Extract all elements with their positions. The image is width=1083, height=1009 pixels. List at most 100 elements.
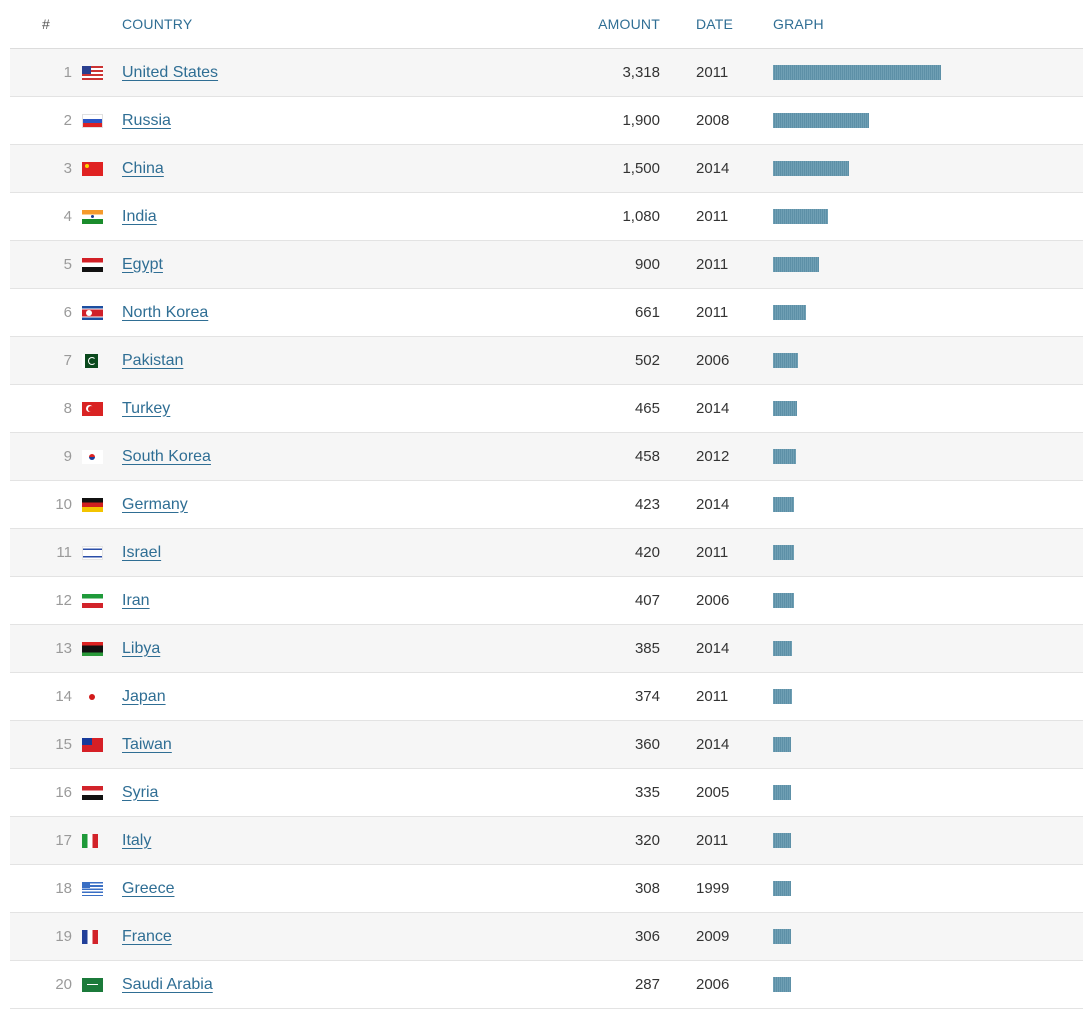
- country-link[interactable]: Israel: [122, 543, 162, 561]
- row-graph-cell: [773, 144, 1083, 193]
- column-header-country[interactable]: COUNTRY: [122, 0, 542, 49]
- kr-flag-icon: [82, 450, 103, 465]
- country-link[interactable]: Egypt: [122, 255, 163, 273]
- column-header-amount[interactable]: AMOUNT: [542, 0, 670, 49]
- row-amount: 420: [542, 528, 670, 577]
- il-flag-icon: [82, 546, 103, 561]
- row-amount: 1,080: [542, 192, 670, 241]
- country-link[interactable]: Libya: [122, 639, 161, 657]
- row-date: 2014: [670, 384, 773, 433]
- row-graph-cell: [773, 192, 1083, 241]
- country-link[interactable]: Russia: [122, 111, 171, 129]
- row-rank: 20: [10, 960, 82, 1009]
- country-link[interactable]: South Korea: [122, 447, 211, 465]
- country-link[interactable]: Italy: [122, 831, 152, 849]
- ru-flag-icon: [82, 114, 103, 129]
- country-link[interactable]: Iran: [122, 591, 150, 609]
- amount-bar: [773, 209, 828, 224]
- row-flag-cell: [82, 192, 122, 241]
- row-date: 2006: [670, 336, 773, 385]
- country-link[interactable]: Taiwan: [122, 735, 172, 753]
- row-amount: 374: [542, 672, 670, 721]
- tw-flag-icon: [82, 738, 103, 753]
- row-country-cell: Taiwan: [122, 720, 542, 769]
- amount-bar: [773, 449, 796, 464]
- amount-bar: [773, 785, 791, 800]
- row-country-cell: Iran: [122, 576, 542, 625]
- row-flag-cell: [82, 336, 122, 385]
- row-rank: 6: [10, 288, 82, 337]
- row-date: 2014: [670, 144, 773, 193]
- row-country-cell: Egypt: [122, 240, 542, 289]
- amount-bar: [773, 881, 791, 896]
- country-link[interactable]: North Korea: [122, 303, 209, 321]
- amount-bar: [773, 161, 849, 176]
- row-graph-cell: [773, 960, 1083, 1009]
- row-country-cell: China: [122, 144, 542, 193]
- row-rank: 10: [10, 480, 82, 529]
- row-rank: 19: [10, 912, 82, 961]
- country-link[interactable]: Saudi Arabia: [122, 975, 213, 993]
- row-graph-cell: [773, 96, 1083, 145]
- amount-bar: [773, 353, 798, 368]
- eg-flag-icon: [82, 258, 103, 273]
- row-country-cell: Libya: [122, 624, 542, 673]
- row-rank: 18: [10, 864, 82, 913]
- country-link[interactable]: United States: [122, 63, 219, 81]
- row-amount: 385: [542, 624, 670, 673]
- amount-bar: [773, 65, 941, 80]
- row-rank: 1: [10, 48, 82, 97]
- row-flag-cell: [82, 384, 122, 433]
- country-link[interactable]: China: [122, 159, 164, 177]
- row-graph-cell: [773, 576, 1083, 625]
- country-link[interactable]: Turkey: [122, 399, 171, 417]
- row-date: 2011: [670, 240, 773, 289]
- amount-bar: [773, 977, 791, 992]
- row-flag-cell: [82, 288, 122, 337]
- row-rank: 17: [10, 816, 82, 865]
- row-rank: 11: [10, 528, 82, 577]
- row-graph-cell: [773, 48, 1083, 97]
- row-date: 2014: [670, 480, 773, 529]
- column-header-rank[interactable]: #: [10, 0, 82, 49]
- row-country-cell: United States: [122, 48, 542, 97]
- country-link[interactable]: Germany: [122, 495, 188, 513]
- row-amount: 407: [542, 576, 670, 625]
- amount-bar: [773, 545, 794, 560]
- country-link[interactable]: France: [122, 927, 172, 945]
- row-flag-cell: [82, 672, 122, 721]
- column-header-date[interactable]: DATE: [670, 0, 773, 49]
- row-rank: 12: [10, 576, 82, 625]
- country-link[interactable]: Japan: [122, 687, 166, 705]
- sy-flag-icon: [82, 786, 103, 801]
- row-date: 2011: [670, 288, 773, 337]
- country-link[interactable]: Greece: [122, 879, 175, 897]
- row-amount: 502: [542, 336, 670, 385]
- row-amount: 308: [542, 864, 670, 913]
- row-graph-cell: [773, 624, 1083, 673]
- country-link[interactable]: Pakistan: [122, 351, 184, 369]
- row-flag-cell: [82, 912, 122, 961]
- row-date: 2009: [670, 912, 773, 961]
- row-date: 1999: [670, 864, 773, 913]
- country-link[interactable]: India: [122, 207, 157, 225]
- row-date: 2006: [670, 576, 773, 625]
- jp-flag-icon: [82, 690, 103, 705]
- row-rank: 4: [10, 192, 82, 241]
- row-rank: 13: [10, 624, 82, 673]
- amount-bar: [773, 929, 791, 944]
- row-flag-cell: [82, 480, 122, 529]
- country-link[interactable]: Syria: [122, 783, 159, 801]
- amount-bar: [773, 497, 794, 512]
- row-country-cell: Turkey: [122, 384, 542, 433]
